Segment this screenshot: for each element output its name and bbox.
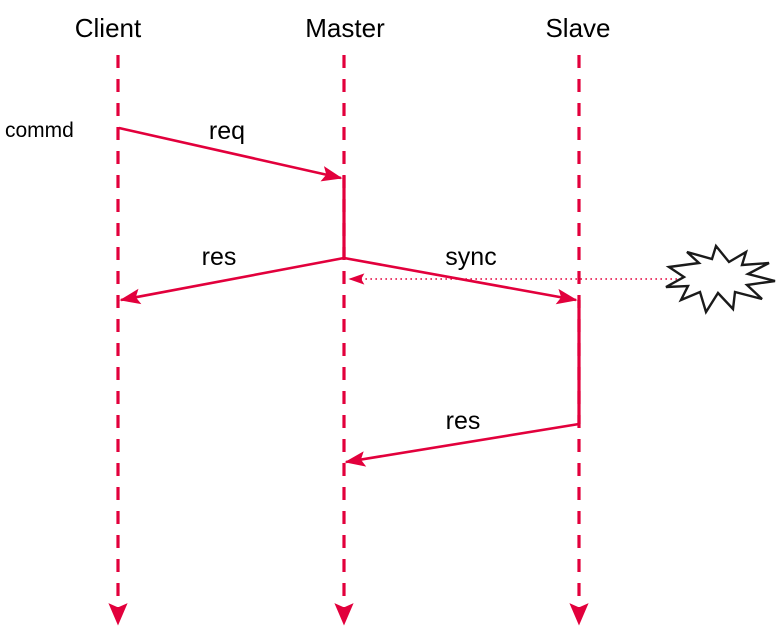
participant-label-master: Master	[305, 13, 385, 43]
messages-group	[118, 126, 692, 467]
participant-label-client: Client	[75, 13, 142, 43]
message-arrow-sync	[343, 256, 578, 305]
message-arrow-res-slave	[344, 422, 580, 467]
message-label-req: req	[209, 117, 245, 145]
message-label-res-master: res	[202, 243, 237, 271]
message-arrow-req	[118, 126, 343, 182]
message-arrow-res-master	[119, 256, 345, 305]
message-label-res-slave: res	[446, 407, 481, 435]
participant-label-slave: Slave	[545, 13, 610, 43]
side-label-commd: commd	[5, 119, 74, 142]
lifelines-group	[108, 55, 589, 626]
explosion-burst-icon	[665, 243, 776, 315]
message-label-sync: sync	[445, 243, 496, 271]
activations-group	[342, 176, 581, 424]
